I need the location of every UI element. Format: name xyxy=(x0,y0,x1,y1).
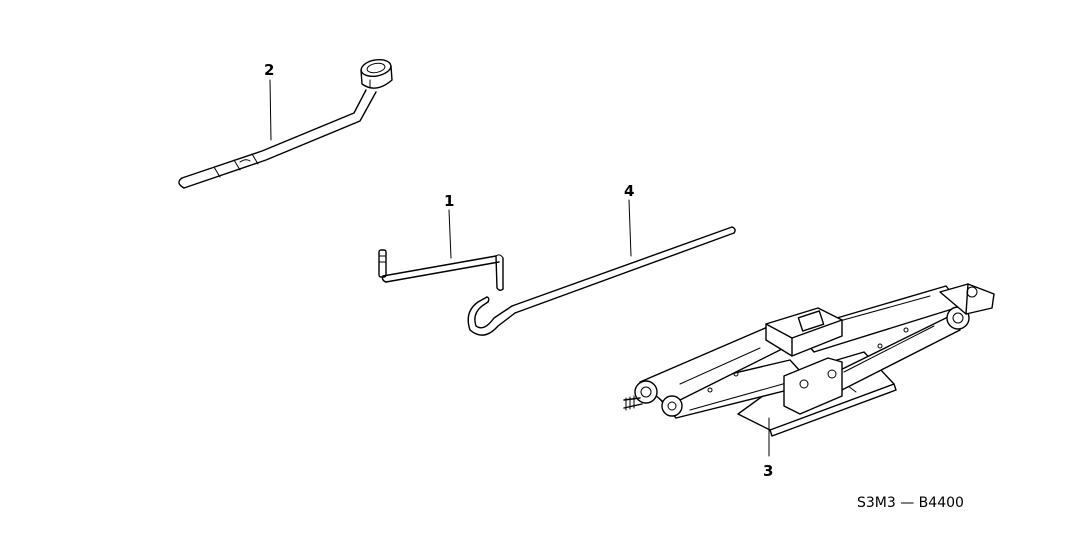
diagram-code: S3M3 — B4400 xyxy=(857,495,964,511)
wheel-nut-wrench-icon xyxy=(178,59,393,189)
jack-handle-icon xyxy=(378,249,504,291)
extension-bar-icon xyxy=(467,226,736,336)
callout-3: 3 xyxy=(763,462,773,480)
leader-line-2 xyxy=(269,79,272,141)
callout-2: 2 xyxy=(264,61,274,79)
leader-line-4 xyxy=(628,199,632,257)
scissor-jack-icon xyxy=(623,283,995,437)
leader-line-1 xyxy=(448,209,452,259)
callout-4: 4 xyxy=(624,182,634,200)
callout-1: 1 xyxy=(444,192,454,210)
